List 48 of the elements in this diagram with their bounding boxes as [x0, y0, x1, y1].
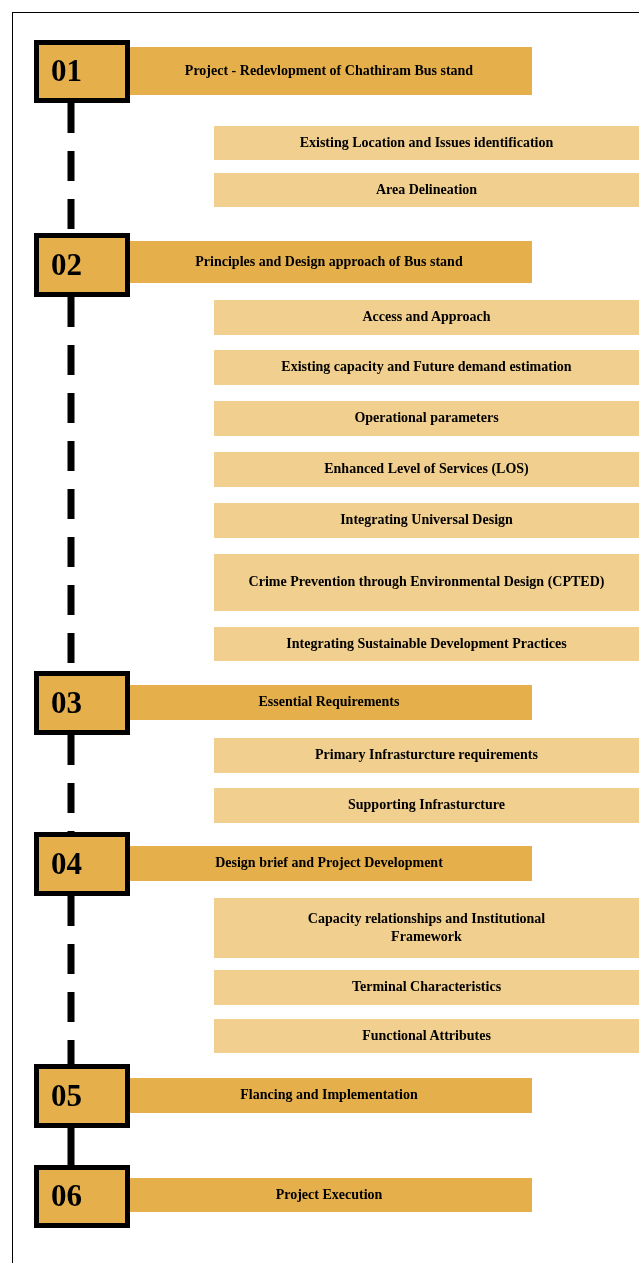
topic-text: Design brief and Project Development	[215, 854, 443, 873]
topic-bar	[214, 898, 639, 958]
topic-bar	[214, 970, 639, 1005]
topic-bar	[214, 300, 639, 335]
step-number-box	[34, 233, 130, 297]
topic-text: Essential Requirements	[258, 693, 400, 712]
topic-text: Terminal Characteristics	[351, 978, 502, 997]
topic-bar	[214, 126, 639, 160]
topic-text: Existing Location and Issues identification	[299, 133, 554, 152]
topic-bar	[214, 738, 639, 773]
topic-text: Integrating Sustainable Development Practices	[286, 634, 567, 653]
topic-text: Integrating Universal Design	[340, 511, 513, 530]
step-number: 04	[51, 844, 82, 883]
topic-text: Project Execution	[275, 1185, 383, 1204]
topic-text: Project - Redevlopment of Chathiram Bus stand	[184, 61, 474, 80]
topic-bar	[214, 627, 639, 661]
step-number-box	[34, 40, 130, 103]
topic-text: Area Delineation	[375, 180, 478, 199]
step-number-box	[34, 1064, 130, 1128]
topic-bar	[214, 401, 639, 436]
connector-line	[67, 1128, 75, 1165]
topic-text: Crime Prevention through Environmental Design (CPTED)	[248, 573, 605, 592]
topic-text: Operational parameters	[354, 409, 499, 428]
topic-text: Principles and Design approach of Bus stand	[195, 252, 463, 271]
step-number: 06	[51, 1177, 82, 1216]
topic-bar	[214, 452, 639, 487]
topic-bar	[214, 554, 639, 611]
topic-text: Existing capacity and Future demand estimation	[281, 358, 572, 377]
topic-bar	[214, 350, 639, 385]
step-number: 03	[51, 683, 82, 722]
topic-bar	[214, 173, 639, 207]
topic-text: Supporting Infrasturcture	[348, 796, 505, 815]
topic-text: Capacity relationships and Institutional Framework	[306, 909, 547, 946]
step-number: 05	[51, 1076, 82, 1115]
connector-line	[67, 896, 75, 1064]
topic-bar	[214, 1019, 639, 1053]
topic-text: Primary Infrasturcture requirements	[315, 746, 538, 765]
topic-bar	[214, 503, 639, 538]
topic-bar	[214, 788, 639, 823]
step-number: 01	[51, 52, 82, 91]
step-number-box	[34, 1165, 130, 1228]
step-number-box	[34, 671, 130, 735]
step-number-box	[34, 832, 130, 896]
topic-text: Access and Approach	[362, 308, 491, 327]
topic-text: Enhanced Level of Services (LOS)	[324, 460, 529, 479]
topic-text: Functional Attributes	[362, 1026, 491, 1045]
topic-text: Flancing and Implementation	[240, 1086, 418, 1105]
step-number: 02	[51, 245, 82, 284]
